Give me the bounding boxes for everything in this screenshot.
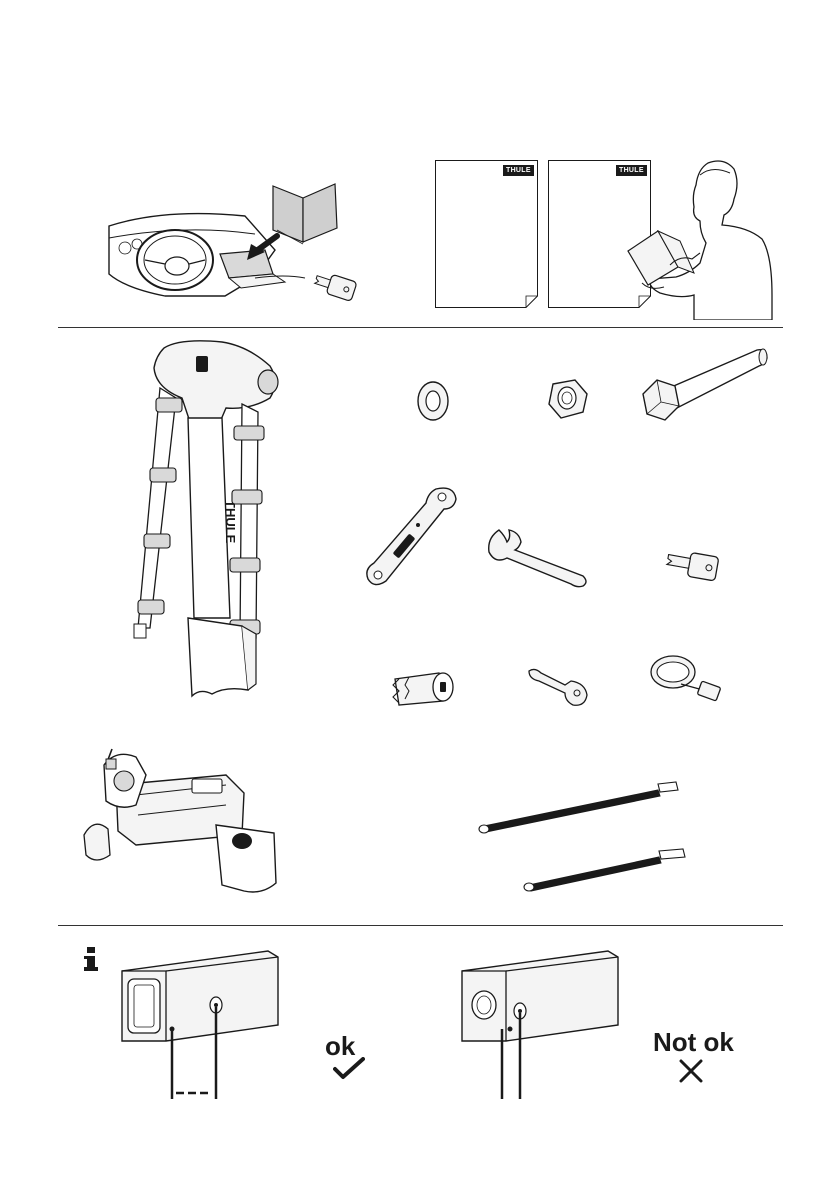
cable-tie-short xyxy=(523,845,688,893)
manual-sheet-1 xyxy=(435,160,538,308)
person-reading-illustration xyxy=(620,155,780,320)
washer-part xyxy=(415,380,451,422)
wrench-part xyxy=(485,522,590,590)
change-key-part xyxy=(525,665,593,709)
flat-tool-part xyxy=(362,485,462,591)
cross-icon xyxy=(677,1059,705,1083)
section-divider xyxy=(58,925,783,926)
manual-brand-logo: THULE xyxy=(503,165,534,176)
bike-holder-assembly xyxy=(76,745,281,900)
lock-nut-part xyxy=(543,376,591,422)
lock-cylinder-part xyxy=(385,665,457,709)
not-ok-label: Not ok xyxy=(653,1027,734,1058)
rack-brand-text: THULE xyxy=(223,500,238,544)
cable-tie-long xyxy=(478,778,680,836)
bike-rack-main-unit: THULE xyxy=(130,338,285,708)
hitch-bolt-part xyxy=(635,344,770,426)
key-part xyxy=(665,545,721,587)
section-divider xyxy=(58,327,783,328)
checkmark-icon xyxy=(333,1057,365,1081)
strap-part xyxy=(645,650,725,706)
hitch-receiver-ok xyxy=(118,947,283,1099)
info-icon xyxy=(82,947,100,971)
hitch-receiver-not-ok xyxy=(458,947,623,1099)
glovebox-illustration xyxy=(105,178,370,312)
